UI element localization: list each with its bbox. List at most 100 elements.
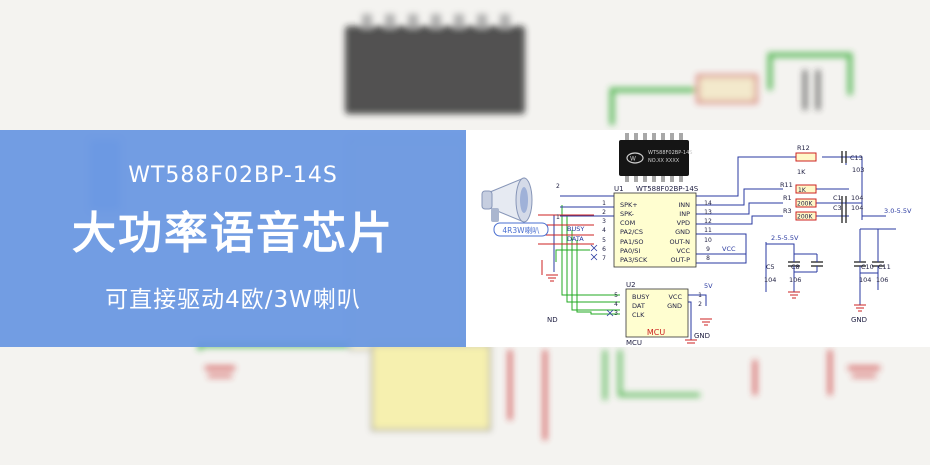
- u2-pin-number: 1: [698, 292, 702, 299]
- u2-body-label: MCU: [647, 328, 665, 337]
- model-number: WT588F02BP-14S: [128, 163, 338, 188]
- net-label-2v5: 2.5-5.5V: [771, 234, 799, 242]
- u1-pin-label: VCC: [676, 247, 690, 255]
- ground-label-right: GND: [851, 316, 867, 324]
- c10-label: C10: [861, 263, 874, 271]
- u1-pin-label: PA2/CS: [620, 228, 643, 236]
- r3-label: R3: [783, 207, 792, 215]
- chip-logo-icon: [626, 152, 644, 164]
- megaphone-icon: 4R3W喇叭: [481, 177, 549, 237]
- r12-label: R12: [797, 144, 810, 152]
- u1-pin-label: PA3/SCK: [620, 256, 648, 264]
- green-wires: [555, 205, 620, 315]
- resistor-r3: [795, 211, 817, 221]
- circuit-schematic: W WT588F02BP-14S NO.XX XXXX: [481, 133, 912, 347]
- resistors: [795, 152, 817, 221]
- r1-label: R1: [783, 194, 792, 202]
- speaker-pin-1: 1: [556, 214, 560, 221]
- product-title: 大功率语音芯片: [72, 208, 394, 259]
- u1-pin-number: 4: [602, 227, 606, 234]
- u1-pin-label: PA0/SI: [620, 247, 640, 255]
- c13-label: C13: [850, 154, 863, 162]
- u2-pin-label: VCC: [668, 293, 682, 301]
- u1-name: WT588F02BP-14S: [636, 185, 699, 193]
- u1-pin-label: GND: [675, 228, 690, 236]
- u1-pin-number: 6: [602, 246, 606, 253]
- schematic-panel: [466, 130, 930, 347]
- chip-marking-line2: NO.XX XXXX: [648, 158, 680, 164]
- u1-pin-number: 7: [602, 255, 606, 262]
- u1-pin-number: 5: [602, 237, 606, 244]
- r11-label: R11: [780, 181, 793, 189]
- resistor-r1: [795, 198, 817, 208]
- u1-pin-number: 10: [704, 237, 712, 244]
- u1-ref: U1: [614, 185, 624, 193]
- svg-text:W: W: [630, 156, 636, 163]
- u1-pin-label: INN: [678, 201, 690, 209]
- net-label-data: DATA: [567, 235, 584, 243]
- r1-value: 200K: [797, 201, 813, 208]
- u2-pin-number: 2: [698, 301, 702, 308]
- red-wires: [534, 214, 594, 275]
- c10-value: 104: [859, 276, 871, 284]
- u1-pin-number: 13: [704, 209, 712, 216]
- u2-pin-number: 4: [614, 301, 618, 308]
- u2-pin-label: GND: [667, 302, 682, 310]
- r12-value: 1K: [797, 168, 806, 176]
- resistor-r12: [795, 152, 817, 162]
- u2-pin-number: 5: [614, 292, 618, 299]
- u1-pin-number: 2: [602, 209, 606, 216]
- u1-pin-label: VPD: [677, 219, 690, 227]
- c11-label: C11: [878, 263, 891, 271]
- ground-symbols: [546, 274, 866, 344]
- product-subtitle: 可直接驱动4欧/3W喇叭: [105, 287, 361, 313]
- u1-pin-label: INP: [679, 210, 690, 218]
- u1-pin-number: 3: [602, 218, 606, 225]
- blue-wires: [553, 156, 896, 340]
- net-label-5v: 5V: [704, 282, 713, 290]
- c1-value: 104: [851, 194, 863, 202]
- u1-pin-number: 1: [602, 200, 606, 207]
- speaker-pin-2: 2: [556, 183, 560, 190]
- u1-voice-chip: U1 WT588F02BP-14S SPK+ SPK- COM PA2/CS P…: [602, 185, 712, 268]
- r3-value: 200K: [797, 214, 813, 221]
- c11-value: 106: [876, 276, 888, 284]
- u1-pin-label: SPK-: [620, 210, 635, 218]
- u1-pin-label: OUT-P: [670, 256, 690, 264]
- u2-ref: U2: [626, 281, 636, 289]
- c1-label: C1: [833, 194, 842, 202]
- c5-value: 104: [764, 276, 776, 284]
- c3-label: C3: [833, 204, 842, 212]
- u1-pin-number: 9: [706, 246, 710, 253]
- u1-pin-number: 11: [704, 227, 712, 234]
- u2-mcu: U2 MCU MCU BUSY DAT CLK VCC GND 5 4 3 1 …: [614, 281, 702, 347]
- speaker-label: 4R3W喇叭: [502, 225, 540, 235]
- chip-image: W WT588F02BP-14S NO.XX XXXX: [619, 133, 692, 182]
- u2-pin-label: BUSY: [632, 293, 649, 301]
- net-label-busy: BUSY: [567, 225, 584, 233]
- u1-pin-label: SPK+: [620, 201, 638, 209]
- u1-pin-number: 8: [706, 255, 710, 262]
- ground-label-nd: ND: [547, 316, 558, 324]
- r11-value: 1K: [798, 187, 807, 194]
- ground-label-mcu: GND: [694, 332, 710, 340]
- u1-pin-number: 14: [704, 200, 712, 207]
- chip-marking-line1: WT588F02BP-14S: [648, 150, 692, 156]
- c5-label: C5: [766, 263, 775, 271]
- title-banner: [0, 130, 466, 347]
- u2-pin-label: DAT: [632, 302, 645, 310]
- resistor-r11: [795, 184, 817, 194]
- c3-value: 104: [851, 204, 863, 212]
- u1-pin-label: PA1/SO: [620, 238, 644, 246]
- u1-pin-label: COM: [620, 219, 635, 227]
- net-label-3v0: 3.0-5.5V: [884, 207, 912, 215]
- c13-value: 103: [852, 166, 864, 174]
- u1-pin-number: 12: [704, 218, 712, 225]
- net-label-vcc: VCC: [722, 245, 736, 253]
- u1-pin-label: OUT-N: [670, 238, 691, 246]
- c8-value: 106: [789, 276, 801, 284]
- c8-label: C8: [791, 263, 800, 271]
- u2-pin-number: 3: [614, 310, 618, 317]
- u2-bottom-label: MCU: [626, 339, 642, 347]
- u2-pin-label: CLK: [632, 311, 645, 319]
